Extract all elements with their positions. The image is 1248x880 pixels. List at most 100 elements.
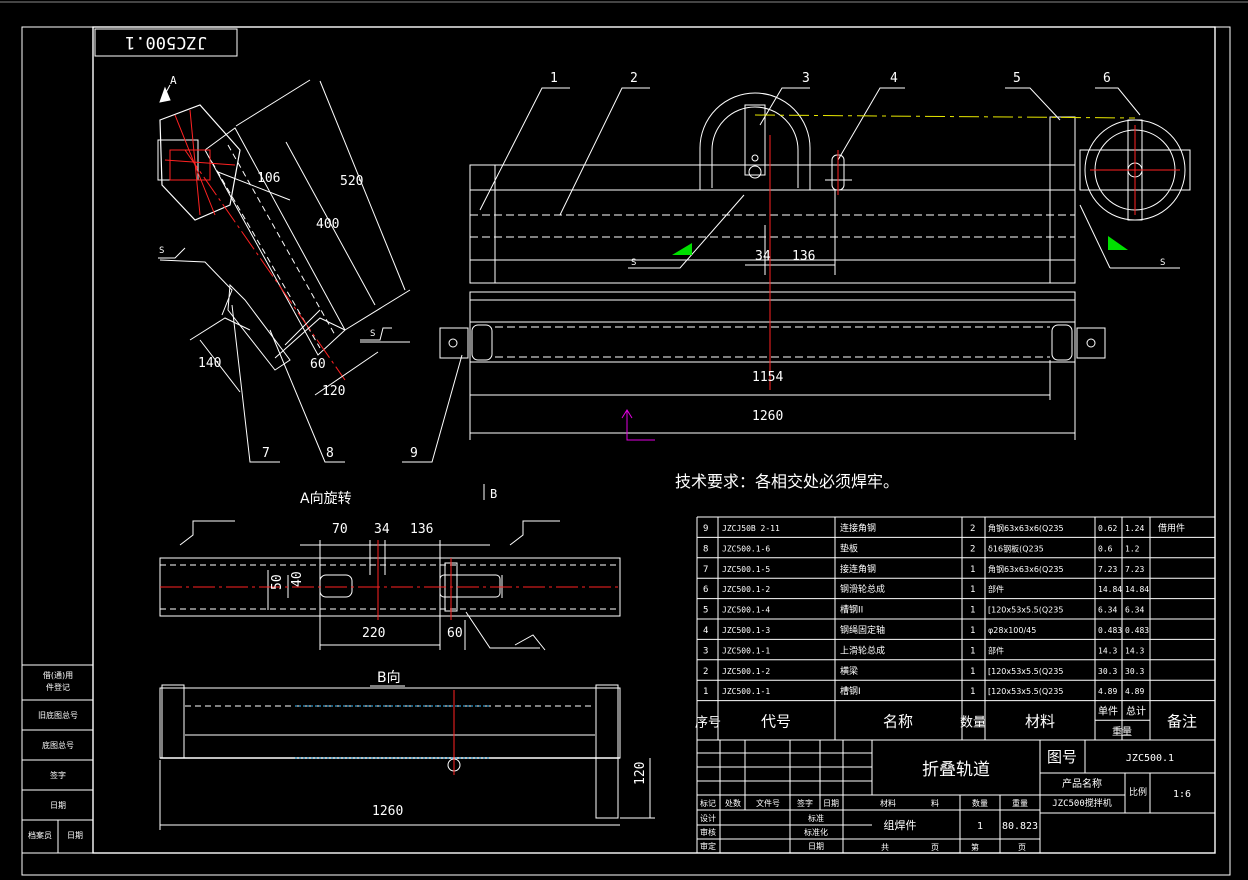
strip-cell-4: 签字	[50, 770, 66, 780]
bom-material-9: 角钢63x63x6(Q235	[988, 523, 1064, 533]
balloon-3: 3	[802, 71, 810, 86]
bom-weight-total-9: 1.24	[1125, 524, 1144, 533]
balloon-8: 8	[326, 446, 334, 461]
bom-weight-total-7: 7.23	[1125, 565, 1144, 574]
bom-material-3: 部件	[988, 645, 1004, 655]
bom-code-2: JZC500.1-2	[722, 667, 770, 676]
tb-std-label-0: 标准	[808, 813, 824, 823]
bom-header-total: 总计	[1126, 705, 1146, 718]
balloon-6: 6	[1103, 71, 1111, 86]
balloon-4: 4	[890, 71, 898, 86]
bom-name-3: 上滑轮总成	[840, 644, 885, 656]
bom-material-4: φ28x100/45	[988, 626, 1036, 635]
title-block-texts: 折叠轨道 图号 JZC500.1 产品名称 JZC500搅拌机 比例 1:6 组…	[884, 748, 1192, 832]
title-block-small-labels: 标记处数文件号签字日期设计审核审定标准标准化日期材料料数量重量共页第页	[700, 798, 1028, 852]
drawing-number-text: JZC500.1	[125, 32, 207, 52]
strip-cell-2: 旧底图总号	[38, 710, 78, 720]
bom-name-8: 垫板	[840, 542, 858, 554]
bom-note-9: 借用件	[1158, 522, 1185, 534]
bom-weight-single-9: 0.62	[1098, 524, 1117, 533]
a-rotated-colored	[160, 540, 620, 620]
arrow-a-label: A	[170, 74, 177, 87]
bom-weight-single-7: 7.23	[1098, 565, 1117, 574]
bom-code-3: JZC500.1-1	[722, 646, 770, 655]
dim-34-a: 34	[374, 522, 390, 537]
tb-mat-label-3: 重量	[1012, 798, 1028, 808]
bom-no-4: 4	[703, 626, 708, 636]
dim-120: 120	[322, 384, 345, 399]
bom-weight-total-2: 30.3	[1125, 667, 1144, 676]
strip-cell-7: 日期	[67, 831, 83, 840]
bom-no-1: 1	[703, 687, 708, 697]
bom-weight-single-2: 30.3	[1098, 667, 1117, 676]
b-view	[159, 684, 655, 830]
weld-mark-4: S	[1160, 258, 1165, 268]
left-strip-texts: 借(通)用 件登记 旧底图总号 底图总号 签字 日期 档案员 日期	[28, 670, 83, 840]
tb-row-label-2: 文件号	[756, 798, 780, 808]
bom-weight-single-1: 4.89	[1098, 687, 1117, 696]
bom-no-9: 9	[703, 524, 708, 534]
a-rotated-texts: A向旋转 B 70 34 136 50 40 220 60	[270, 487, 497, 641]
dim-60-a: 60	[447, 626, 463, 641]
tb-row-label-4: 日期	[823, 799, 839, 808]
bom-material-6: 部件	[988, 584, 1004, 594]
strip-cell-6: 档案员	[28, 830, 52, 840]
a-rotated-view	[159, 484, 621, 651]
bom-header-code: 代号	[761, 712, 791, 730]
bom-weight-total-5: 6.34	[1125, 606, 1144, 615]
weight-value: 80.823	[1002, 821, 1038, 832]
front-view	[439, 87, 1191, 440]
bom-header-no: 序号	[695, 715, 721, 730]
bom-material-1: [120x53x5.5(Q235	[988, 687, 1063, 696]
bom-weight-total-1: 4.89	[1125, 687, 1144, 696]
bom-name-9: 连接角钢	[840, 522, 876, 534]
tb-sheet-label-2: 第	[971, 842, 979, 852]
bom-header-note: 备注	[1167, 712, 1197, 730]
scale-label: 比例	[1129, 786, 1147, 798]
balloon-2: 2	[630, 71, 638, 86]
bom-header-qty: 数量	[960, 715, 986, 730]
bom-header-material: 材料	[1025, 712, 1055, 730]
weld-mark-3: S	[631, 258, 636, 268]
bom-name-6: 钢滑轮总成	[840, 583, 885, 595]
qty-value: 1	[977, 821, 983, 832]
dim-1260-front: 1260	[752, 409, 783, 424]
bom-name-7: 接连角钢	[840, 563, 876, 575]
tb-mat-label-2: 数量	[972, 798, 988, 808]
tb-sheet-label-1: 页	[931, 843, 939, 852]
bom-no-5: 5	[703, 606, 708, 616]
bom-weight-total-6: 14.84	[1125, 585, 1149, 594]
tb-std-label-1: 标准化	[804, 827, 828, 837]
dim-136-front: 136	[792, 249, 815, 264]
weld-mark-1: S	[159, 246, 164, 256]
dim-1154: 1154	[752, 370, 783, 385]
dim-34-front: 34	[755, 249, 771, 264]
bom-weight-single-3: 14.3	[1098, 646, 1117, 655]
balloon-1: 1	[550, 71, 558, 86]
strip-cell-1: 件登记	[46, 682, 70, 692]
bom-material-5: [120x53x5.5(Q235	[988, 606, 1063, 615]
bom-code-5: JZC500.1-4	[722, 606, 770, 615]
dim-400: 400	[316, 217, 339, 232]
bom-weight-total-3: 14.3	[1125, 646, 1144, 655]
bom-weight-total-8: 1.2	[1125, 544, 1140, 553]
bom-code-6: JZC500.1-2	[722, 585, 770, 594]
balloon-5: 5	[1013, 71, 1021, 86]
dim-60: 60	[310, 357, 326, 372]
product-value: JZC500搅拌机	[1052, 797, 1112, 809]
bom-qty-7: 1	[970, 565, 975, 575]
bom-material-7: 角钢63x63x6(Q235	[988, 564, 1064, 574]
drawing-no-label: 图号	[1047, 748, 1077, 766]
bom-code-9: JZCJ50B 2-11	[722, 524, 780, 533]
bom-qty-9: 2	[970, 524, 975, 534]
rotated-view-texts: A 520 400 106 140 60 120 S S	[159, 74, 375, 399]
tb-role-label-0: 设计	[700, 813, 716, 823]
bom-code-7: JZC500.1-5	[722, 565, 770, 574]
tb-row-label-0: 标记	[700, 798, 716, 808]
bom-no-3: 3	[703, 646, 708, 656]
bom-header-name: 名称	[883, 712, 913, 730]
tb-mat-label-1: 料	[931, 798, 939, 808]
front-view-texts: 34 136 1154 1260 S S	[631, 249, 1165, 424]
